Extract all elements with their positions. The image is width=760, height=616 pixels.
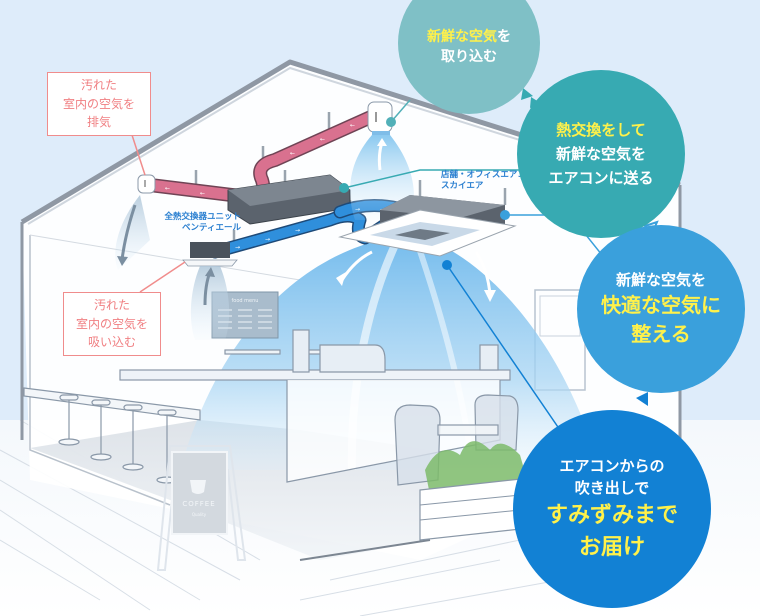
bubble-intake-line2: 取り込む	[441, 49, 497, 65]
intake-hood	[350, 101, 414, 220]
callout-exhaust-line2: 室内の空気を	[62, 96, 135, 111]
aircon-unit-label: 店舗・オフィスエアコン スカイエア	[441, 170, 534, 193]
svg-text:←: ←	[200, 190, 205, 197]
svg-text:←: ←	[165, 185, 170, 192]
bubble-spread-line2: 吹き出しで	[574, 479, 650, 498]
callout-exhaust-dirty-air: 汚れた 室内の空気を 排気	[47, 72, 151, 136]
bubble-air-distribution: エアコンからの 吹き出しで すみずみまで お届け	[513, 410, 711, 608]
callout-exhaust-line3: 排気	[86, 115, 111, 130]
return-grille	[182, 242, 238, 340]
bubble-exchange-line3: エアコンに送る	[548, 169, 654, 187]
callout-intake-line3: 吸い込む	[87, 335, 136, 350]
svg-text:→: →	[235, 244, 240, 251]
svg-text:←: ←	[350, 122, 355, 129]
callout-intake-dirty-air: 汚れた 室内の空気を 吸い込む	[63, 292, 161, 356]
bubble-spread-line3: すみずみまで	[545, 502, 678, 528]
exhaust-flow-arrows: ← ← ← ← ←	[165, 122, 355, 197]
cassette-aircon	[338, 195, 517, 257]
bubble-spread-line4: お届け	[578, 534, 645, 560]
menu-board-title: food menu	[232, 298, 259, 304]
bubble-comfort-line2: 快適な空気に	[601, 293, 721, 318]
svg-text:←: ←	[290, 150, 295, 157]
svg-text:→: →	[295, 227, 300, 234]
bubble-intake-rest: を	[497, 28, 511, 45]
bubble-intake-highlight: 新鮮な空気	[427, 28, 497, 45]
callout-exhaust-line1: 汚れた	[80, 78, 117, 92]
bar-table	[23, 387, 201, 484]
aircon-label-line2: スカイエア	[441, 181, 484, 192]
bubble-comfort-line1: 新鮮な空気を	[615, 270, 706, 289]
svg-text:→: →	[265, 236, 270, 243]
bubble-heat-exchange: 熱交換をして 新鮮な空気を エアコンに送る	[517, 70, 685, 238]
ventilator-unit-label: 全熱交換器ユニット ベンティエール	[153, 212, 241, 235]
bubble-fresh-air-intake: 新鮮な空気を 取り込む	[398, 0, 540, 114]
bubble-comfortable-air: 新鮮な空気を 快適な空気に 整える	[577, 225, 745, 393]
bubble-exchange-line1: 熱交換をして	[556, 121, 646, 139]
callout-intake-line2: 室内の空気を	[75, 316, 148, 331]
bubble-comfort-line3: 整える	[631, 322, 691, 347]
coffee-sign: COFFEE Quality	[156, 445, 247, 571]
exhaust-hood	[115, 174, 156, 270]
cafe-counter	[119, 329, 511, 483]
ventilator-label-line1: 全熱交換器ユニット	[164, 212, 241, 222]
coffee-sign-text: COFFEE	[182, 500, 215, 508]
ventilator-label-line2: ベンティエール	[182, 223, 241, 234]
bubble-intake-line1: 新鮮な空気を	[427, 27, 511, 47]
bubble-spread-line1: エアコンからの	[559, 456, 665, 475]
callout-intake-line1: 汚れた	[93, 298, 130, 312]
planter	[419, 441, 531, 541]
aircon-label-line1: 店舗・オフィスエアコン	[441, 170, 535, 180]
coffee-sign-subtext: Quality	[192, 512, 207, 517]
bubble-exchange-line2: 新鮮な空気を	[555, 145, 646, 163]
svg-text:←: ←	[320, 136, 325, 143]
